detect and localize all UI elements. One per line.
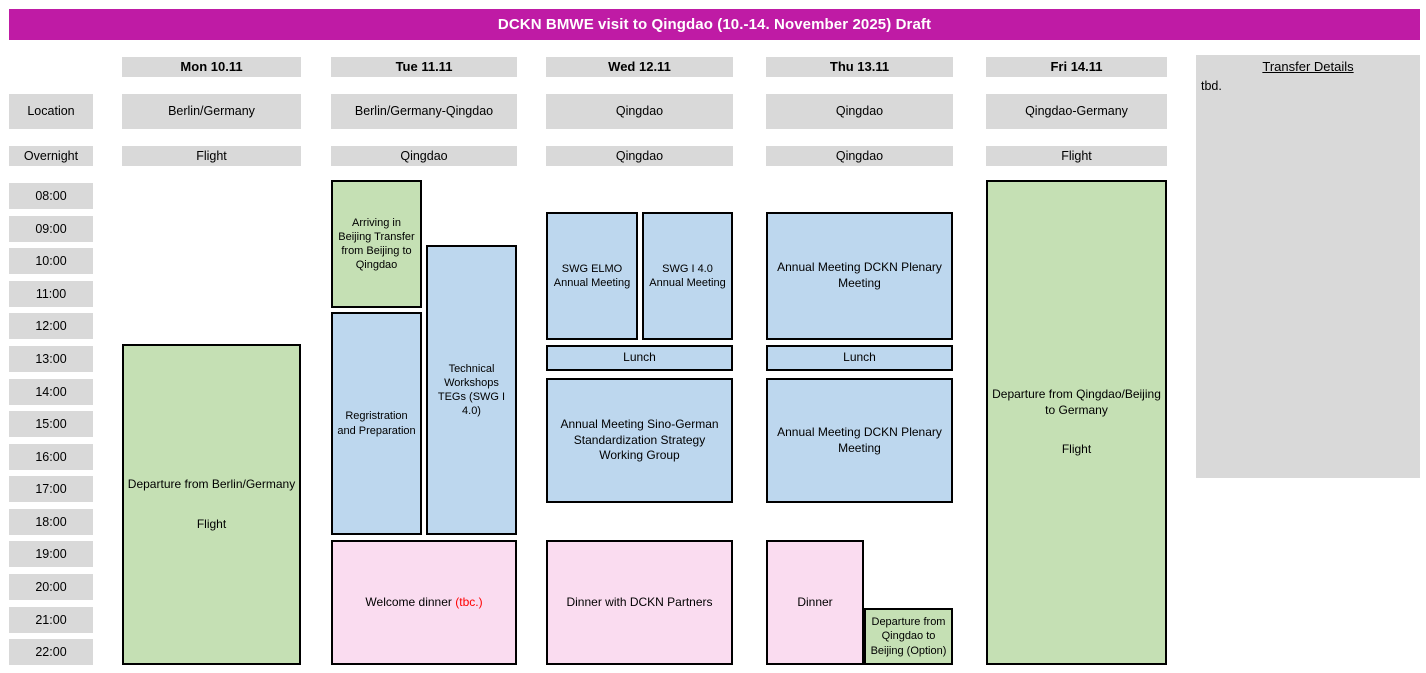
- event-wed-swg-elmo[interactable]: SWG ELMO Annual Meeting: [546, 212, 638, 340]
- time-label-1800: 18:00: [9, 509, 93, 535]
- transfer-details-panel: Transfer Details tbd.: [1196, 55, 1420, 478]
- transfer-details-title: Transfer Details: [1262, 59, 1354, 74]
- event-thu-dinner[interactable]: Dinner: [766, 540, 864, 665]
- event-mon-departure-line1: Departure from Berlin/Germany: [127, 476, 296, 491]
- page-title: DCKN BMWE visit to Qingdao (10.-14. Nove…: [9, 9, 1420, 40]
- location-tue: Berlin/Germany-Qingdao: [331, 94, 517, 129]
- event-thu-option-departure[interactable]: Departure from Qingdao to Beijing (Optio…: [864, 608, 953, 665]
- location-wed: Qingdao: [546, 94, 733, 129]
- time-label-2100: 21:00: [9, 607, 93, 633]
- event-tue-workshops[interactable]: Technical Workshops TEGs (SWG I 4.0): [426, 245, 517, 535]
- day-header-mon: Mon 10.11: [122, 57, 301, 77]
- event-tue-welcome-dinner-tbc: (tbc.): [455, 594, 483, 609]
- time-label-2200: 22:00: [9, 639, 93, 665]
- event-wed-lunch[interactable]: Lunch: [546, 345, 733, 371]
- event-thu-afternoon[interactable]: Annual Meeting DCKN Plenary Meeting: [766, 378, 953, 503]
- time-label-1400: 14:00: [9, 379, 93, 405]
- event-fri-departure[interactable]: Departure from Qingdao/Beijing to German…: [986, 180, 1167, 665]
- event-thu-morning[interactable]: Annual Meeting DCKN Plenary Meeting: [766, 212, 953, 340]
- day-header-tue: Tue 11.11: [331, 57, 517, 77]
- event-wed-afternoon[interactable]: Annual Meeting Sino-German Standardizati…: [546, 378, 733, 503]
- time-label-1900: 19:00: [9, 541, 93, 567]
- time-label-1300: 13:00: [9, 346, 93, 372]
- event-wed-dinner[interactable]: Dinner with DCKN Partners: [546, 540, 733, 665]
- day-header-fri: Fri 14.11: [986, 57, 1167, 77]
- time-label-0800: 08:00: [9, 183, 93, 209]
- event-tue-welcome-dinner-label: Welcome dinner: [365, 594, 456, 609]
- row-label-overnight: Overnight: [9, 146, 93, 166]
- overnight-fri: Flight: [986, 146, 1167, 166]
- overnight-tue: Qingdao: [331, 146, 517, 166]
- time-label-1500: 15:00: [9, 411, 93, 437]
- time-label-1200: 12:00: [9, 313, 93, 339]
- day-header-thu: Thu 13.11: [766, 57, 953, 77]
- event-fri-departure-line2: Flight: [1061, 442, 1092, 457]
- time-label-0900: 09:00: [9, 216, 93, 242]
- day-header-wed: Wed 12.11: [546, 57, 733, 77]
- event-tue-welcome-dinner[interactable]: Welcome dinner (tbc.): [331, 540, 517, 665]
- time-label-2000: 20:00: [9, 574, 93, 600]
- time-label-1000: 10:00: [9, 248, 93, 274]
- time-label-1700: 17:00: [9, 476, 93, 502]
- overnight-mon: Flight: [122, 146, 301, 166]
- overnight-thu: Qingdao: [766, 146, 953, 166]
- time-label-1100: 11:00: [9, 281, 93, 307]
- overnight-wed: Qingdao: [546, 146, 733, 166]
- event-tue-registration[interactable]: Regristration and Preparation: [331, 312, 422, 535]
- row-label-location: Location: [9, 94, 93, 129]
- event-wed-swg-i40[interactable]: SWG I 4.0 Annual Meeting: [642, 212, 733, 340]
- event-mon-departure-line2: Flight: [196, 516, 227, 531]
- event-thu-lunch[interactable]: Lunch: [766, 345, 953, 371]
- event-fri-departure-line1: Departure from Qingdao/Beijing to German…: [992, 387, 1161, 417]
- event-tue-arrival[interactable]: Arriving in Beijing Transfer from Beijin…: [331, 180, 422, 308]
- location-mon: Berlin/Germany: [122, 94, 301, 129]
- time-label-1600: 16:00: [9, 444, 93, 470]
- location-fri: Qingdao-Germany: [986, 94, 1167, 129]
- location-thu: Qingdao: [766, 94, 953, 129]
- event-mon-departure[interactable]: Departure from Berlin/Germany Flight: [122, 344, 301, 665]
- transfer-details-body: tbd.: [1201, 79, 1222, 93]
